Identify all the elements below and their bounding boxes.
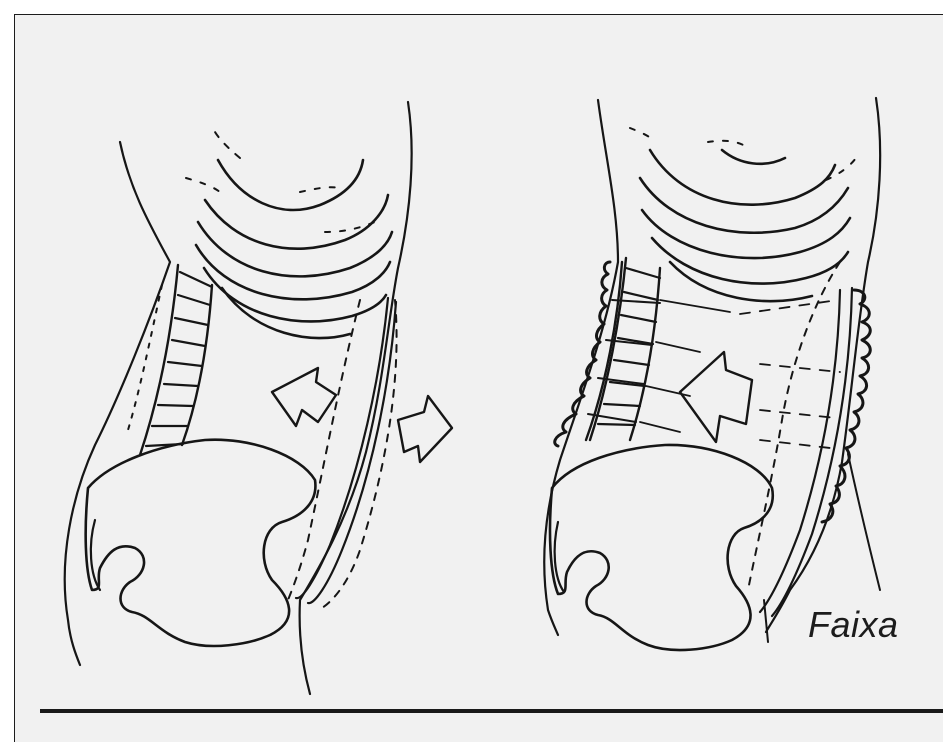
right-panel bbox=[544, 98, 880, 650]
left-front-contour bbox=[300, 102, 412, 694]
right-leg-line bbox=[764, 600, 768, 642]
left-ribs bbox=[196, 160, 392, 338]
belt-label-leader bbox=[848, 454, 880, 590]
left-pelvis bbox=[86, 440, 316, 646]
right-ribs bbox=[640, 150, 850, 301]
left-inward-arrow-icon bbox=[272, 368, 336, 426]
left-bulge-dash-1 bbox=[288, 300, 360, 600]
left-rib-dashes bbox=[186, 132, 375, 232]
belt-label: Faixa bbox=[808, 604, 899, 646]
right-front-contour bbox=[766, 98, 880, 632]
right-pelvis bbox=[550, 445, 773, 650]
right-belt-back bbox=[555, 262, 660, 446]
left-panel bbox=[65, 102, 452, 694]
left-outward-arrow-icon bbox=[398, 396, 452, 462]
right-spine bbox=[590, 258, 660, 440]
left-spine bbox=[128, 265, 212, 455]
right-rib-dashes bbox=[630, 128, 856, 180]
right-pelvis-inner bbox=[555, 522, 564, 592]
bottom-rule bbox=[40, 709, 943, 713]
right-inward-arrow-icon bbox=[680, 352, 752, 442]
